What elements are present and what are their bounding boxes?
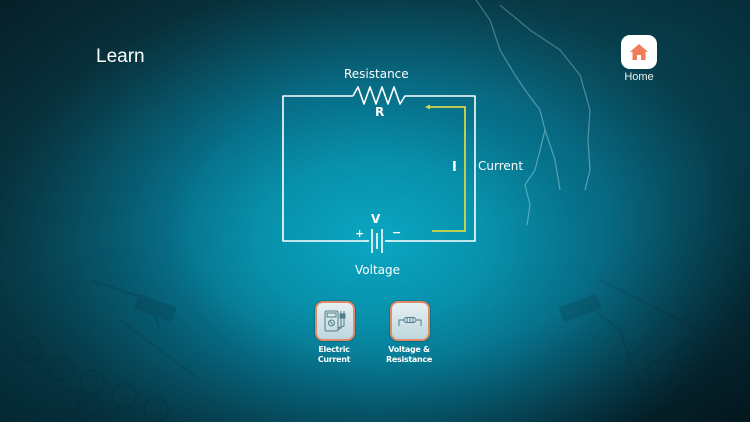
electric-current-label: Electric Current: [299, 345, 369, 365]
multimeter-icon: [324, 310, 346, 332]
circuit-wires: [282, 86, 476, 242]
voltage-label: Voltage: [355, 263, 401, 277]
page-title: Learn: [96, 46, 145, 67]
plus-sign: +: [355, 227, 365, 240]
minus-sign: −: [392, 226, 402, 239]
battery-symbol: [363, 229, 392, 253]
resistor-symbol-label: R: [375, 105, 385, 119]
label-line-1: Electric: [318, 345, 350, 354]
current-arrow: [428, 106, 466, 232]
label-line-1: Voltage &: [388, 345, 430, 354]
label-line-2: Current: [317, 355, 351, 364]
home-button[interactable]: [621, 35, 657, 69]
current-symbol-label: I: [452, 160, 457, 175]
current-label: Current: [478, 159, 524, 173]
arrow-head-icon: [425, 104, 430, 110]
label-line-2: Resistance: [386, 355, 432, 364]
home-icon: [630, 44, 648, 60]
resistance-label: Resistance: [344, 67, 409, 81]
voltage-symbol-label: V: [371, 212, 381, 226]
home-label: Home: [624, 71, 654, 83]
electric-current-button[interactable]: [315, 301, 355, 341]
voltage-resistance-label: Voltage & Resistance: [374, 345, 444, 365]
resistor-icon: [398, 317, 422, 326]
voltage-resistance-button[interactable]: [390, 301, 430, 341]
